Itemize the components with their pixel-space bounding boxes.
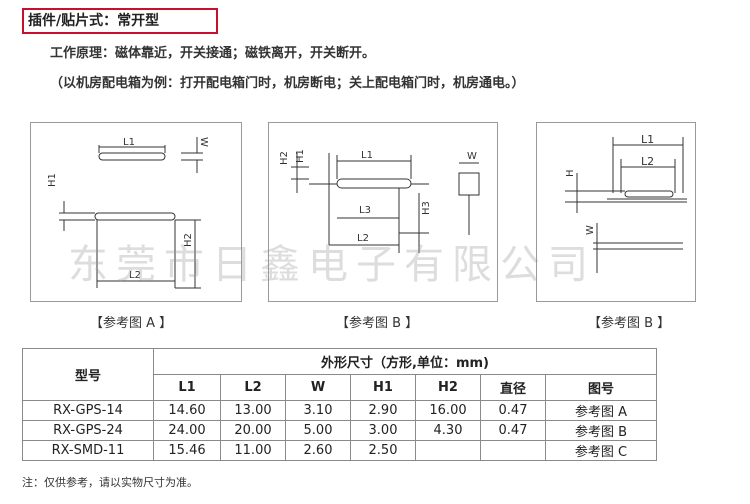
figure-b-h2-label: H2 [279, 151, 290, 165]
column-header: 直径 [480, 374, 546, 401]
table-row: RX-GPS-24 24.00 20.00 5.00 3.00 4.30 0.4… [22, 420, 657, 441]
figure-b-caption: 【参考图 B 】 [336, 316, 419, 331]
figure-a-h2-label: H2 [183, 233, 194, 247]
table-cell: 20.00 [220, 420, 286, 441]
table-cell: 参考图 C [545, 440, 657, 461]
table-cell: 5.00 [285, 420, 351, 441]
figure-a-w-label: W [198, 137, 209, 147]
figure-b-h1-label: H1 [295, 149, 306, 163]
figure-b-l1-label: L1 [361, 150, 373, 161]
figure-c-l2-label: L2 [641, 155, 654, 168]
figure-a-drawing: L1 W H1 H2 L2 [47, 137, 209, 289]
table-cell: 参考图 B [545, 420, 657, 441]
table-row: RX-SMD-11 15.46 11.00 2.60 2.50 参考图 C [22, 440, 657, 461]
example-text: （以机房配电箱为例：打开配电箱门时，机房断电；关上配电箱门时，机房通电。） [50, 76, 525, 91]
table-cell [480, 440, 546, 461]
figure-c-h-label: H [565, 169, 576, 177]
figure-c-w-label: W [585, 225, 596, 235]
model-cell: RX-GPS-24 [22, 420, 154, 441]
figure-b-h3-label: H3 [421, 201, 432, 215]
dimension-group-header: 外形尺寸（方形,单位：mm) [153, 348, 657, 375]
column-header: L2 [220, 374, 286, 401]
table-cell: 参考图 A [545, 400, 657, 421]
figure-b: H2 H1 L1 W L3 H3 L2 [268, 122, 498, 302]
table-row: RX-GPS-14 14.60 13.00 3.10 2.90 16.00 0.… [22, 400, 657, 421]
table-cell: 3.00 [350, 420, 416, 441]
column-header: W [285, 374, 351, 401]
column-header: H2 [415, 374, 481, 401]
table-cell: 11.00 [220, 440, 286, 461]
table-cell: 2.60 [285, 440, 351, 461]
figure-a: L1 W H1 H2 L2 [30, 122, 242, 302]
figure-b-l2-label: L2 [357, 233, 369, 244]
figure-a-caption: 【参考图 A 】 [90, 316, 173, 331]
table-cell: 13.00 [220, 400, 286, 421]
table-cell: 0.47 [480, 420, 546, 441]
table-cell: 14.60 [153, 400, 221, 421]
figure-b-w-label: W [467, 151, 477, 162]
figure-c: L1 L2 H W [536, 122, 696, 302]
figure-a-l2-label: L2 [129, 270, 141, 281]
figure-c-drawing: L1 L2 H W [565, 133, 687, 273]
column-header: L1 [153, 374, 221, 401]
figure-c-l1-label: L1 [641, 133, 654, 146]
dimension-table: 型号 外形尺寸（方形,单位：mm) L1 L2 W H1 H2 直径 图号 RX… [22, 348, 657, 461]
figure-c-caption: 【参考图 B 】 [588, 316, 671, 331]
table-cell: 4.30 [415, 420, 481, 441]
table-cell: 3.10 [285, 400, 351, 421]
model-header: 型号 [22, 348, 154, 401]
footnote: 注：仅供参考，请以实物尺寸为准。 [22, 476, 198, 489]
table-cell: 15.46 [153, 440, 221, 461]
model-cell: RX-SMD-11 [22, 440, 154, 461]
column-header: H1 [350, 374, 416, 401]
model-cell: RX-GPS-14 [22, 400, 154, 421]
table-cell: 16.00 [415, 400, 481, 421]
figure-a-h1-label: H1 [47, 173, 58, 187]
table-cell: 2.90 [350, 400, 416, 421]
table-cell: 2.50 [350, 440, 416, 461]
table-cell [415, 440, 481, 461]
figure-b-l3-label: L3 [359, 205, 371, 216]
figure-a-l1-label: L1 [123, 137, 135, 148]
section-title: 插件/贴片式：常开型 [22, 8, 218, 34]
working-principle-text: 工作原理：磁体靠近，开关接通；磁铁离开，开关断开。 [50, 46, 376, 61]
table-cell: 24.00 [153, 420, 221, 441]
table-cell: 0.47 [480, 400, 546, 421]
figure-b-drawing: H2 H1 L1 W L3 H3 L2 [279, 149, 480, 253]
column-header: 图号 [545, 374, 657, 401]
